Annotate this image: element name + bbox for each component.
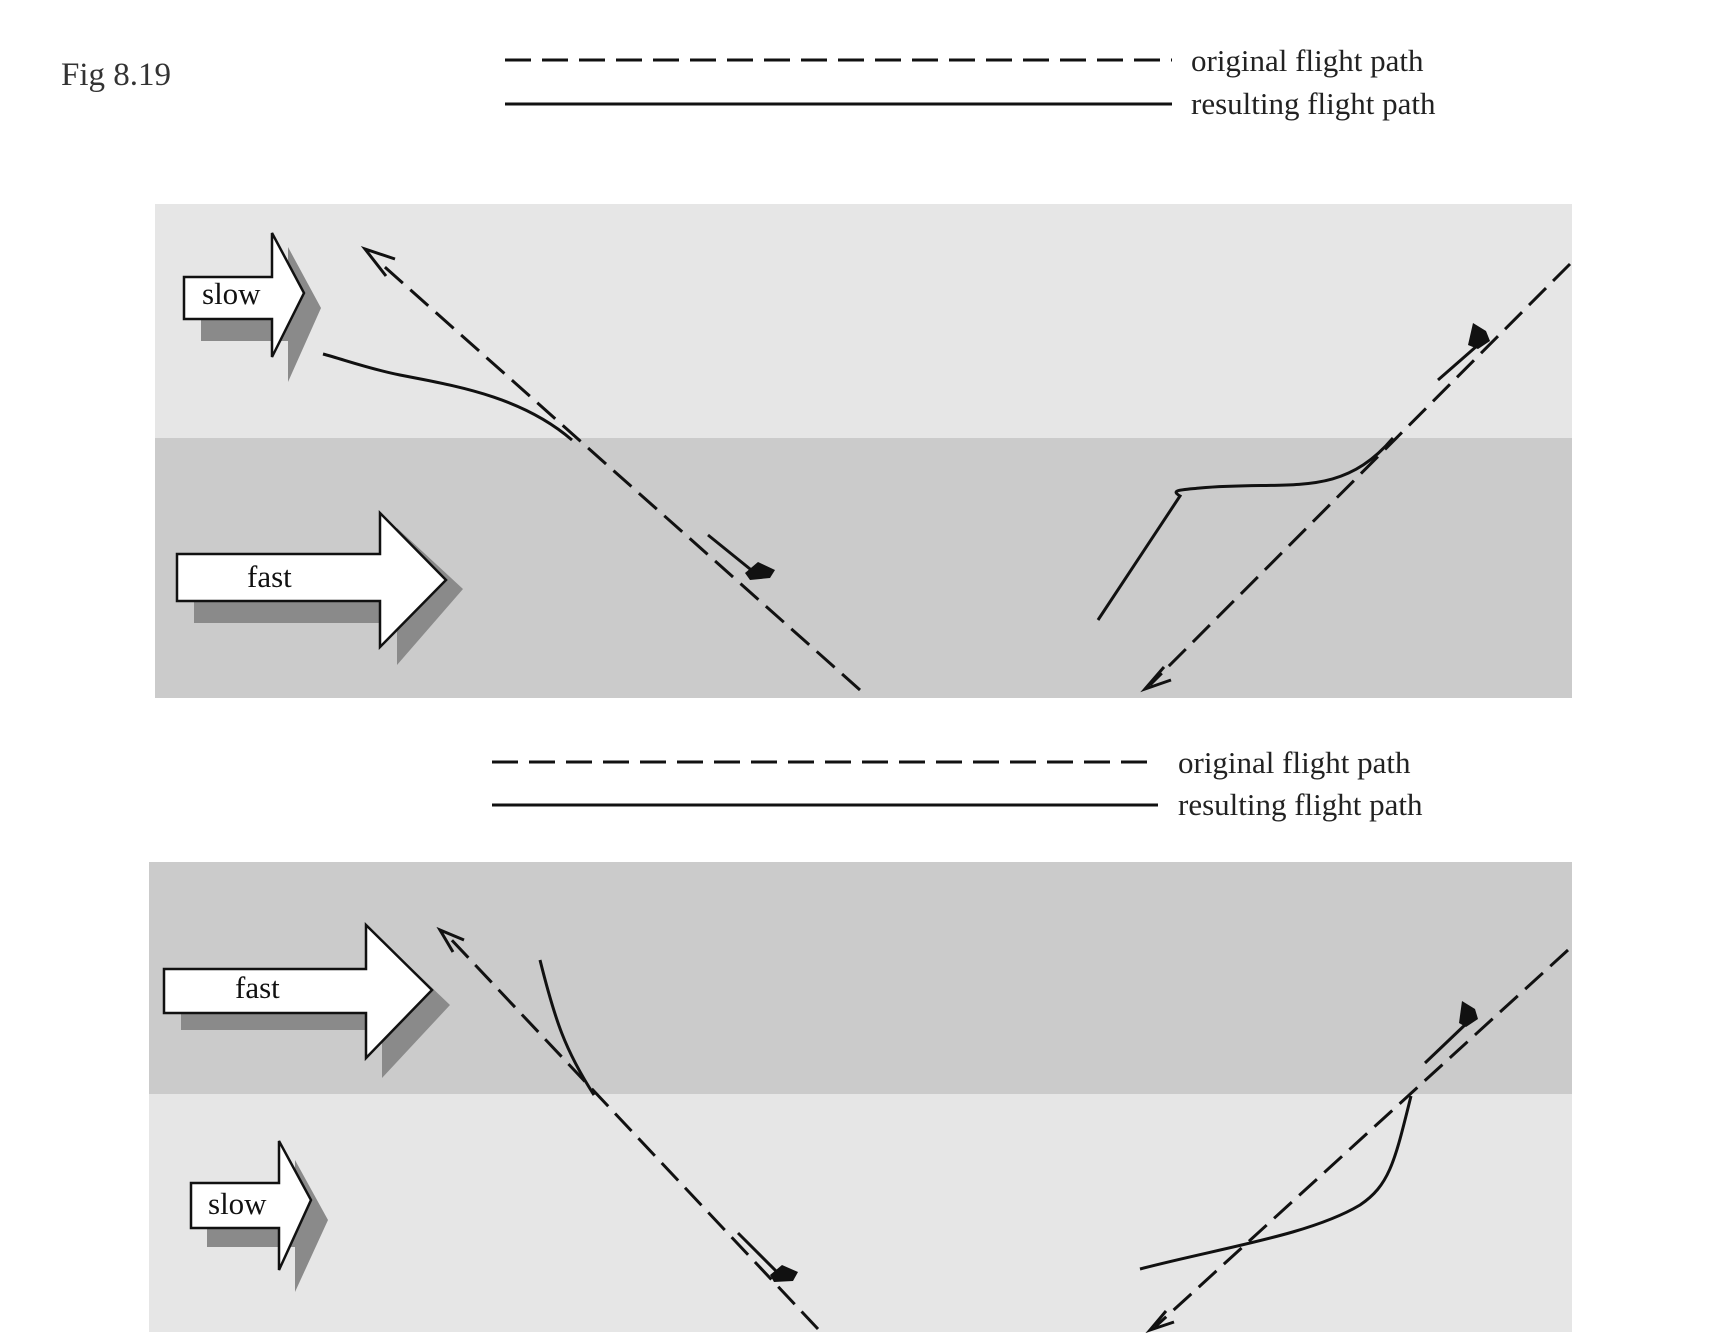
legend-dashed-label: original flight path xyxy=(1178,745,1411,780)
bird-icon xyxy=(1423,1001,1478,1065)
panel-2: original flight path resulting flight pa… xyxy=(149,745,1572,1334)
resulting-flight-path xyxy=(322,352,573,442)
bird-icon xyxy=(1437,323,1490,382)
left-arrow-head-icon xyxy=(1140,666,1172,693)
resulting-flight-path xyxy=(1096,437,1395,621)
left-arrow-head-icon xyxy=(360,246,396,277)
original-flight-path xyxy=(445,933,820,1331)
original-flight-path xyxy=(1153,948,1570,1329)
panel-1: original flight path resulting flight pa… xyxy=(155,43,1572,698)
original-flight-path xyxy=(1148,262,1572,687)
resulting-flight-path xyxy=(538,959,596,1096)
legend-1: original flight path resulting flight pa… xyxy=(505,43,1436,121)
wind-arrow-icon: fast xyxy=(175,509,463,665)
wind-arrow-icon: slow xyxy=(189,1140,328,1292)
legend-dashed-label: original flight path xyxy=(1191,43,1424,78)
bird-icon xyxy=(707,533,775,580)
slow-layer-band xyxy=(155,204,1572,440)
fast-label: fast xyxy=(235,970,280,1005)
slow-label: slow xyxy=(208,1186,267,1221)
slow-label: slow xyxy=(202,276,261,311)
figure-label: Fig 8.19 xyxy=(61,57,171,93)
resulting-flight-path xyxy=(1139,1095,1413,1271)
left-arrow-head-icon xyxy=(1145,1310,1175,1334)
wind-arrow-icon: fast xyxy=(162,922,450,1078)
original-flight-path xyxy=(377,259,861,692)
fast-label: fast xyxy=(247,559,292,594)
bird-icon xyxy=(736,1231,798,1282)
legend-solid-label: resulting flight path xyxy=(1178,787,1423,822)
left-arrow-head-icon xyxy=(436,926,465,953)
slow-layer-band xyxy=(149,1094,1572,1332)
wind-arrow-icon: slow xyxy=(182,232,321,382)
legend-2: original flight path resulting flight pa… xyxy=(492,745,1423,822)
legend-solid-label: resulting flight path xyxy=(1191,86,1436,121)
